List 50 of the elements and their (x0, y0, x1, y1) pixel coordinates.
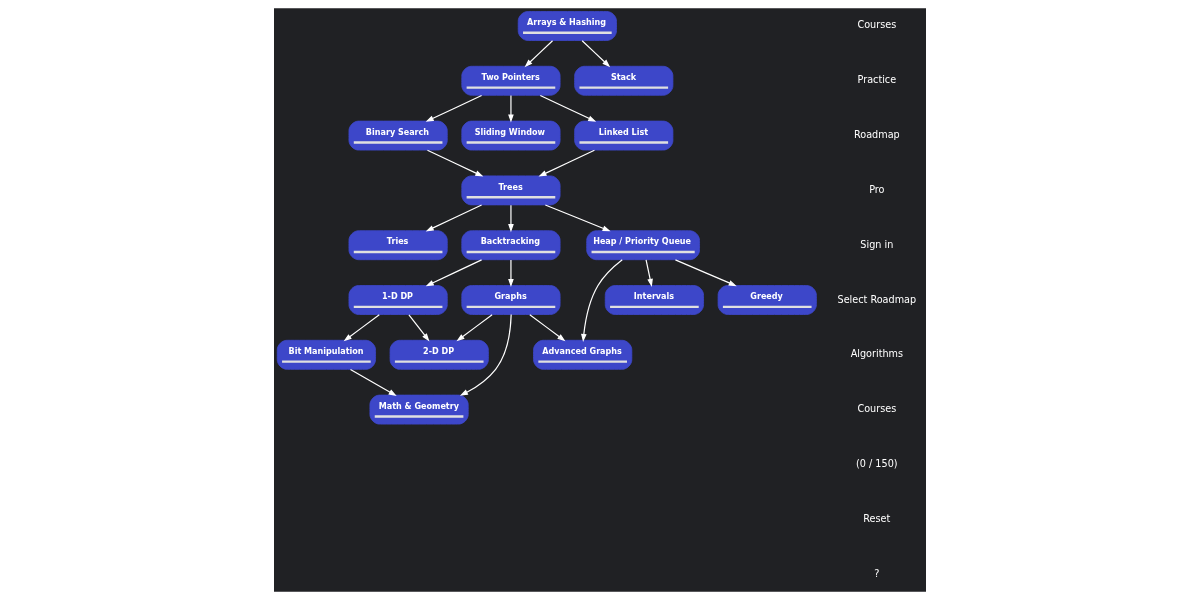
arrow (508, 259, 514, 287)
label: Roadmap (853, 129, 900, 141)
label: Courses (857, 19, 897, 31)
node-box: 2-D DP (389, 339, 489, 370)
label: ? (874, 567, 880, 579)
arrow (349, 368, 397, 396)
node-box: 1-D DP (348, 285, 448, 315)
node-box: Sliding Window (461, 120, 561, 151)
node-box: Greedy (717, 285, 817, 315)
arrow (538, 149, 596, 177)
arrow (508, 94, 514, 123)
node-box: Trees (461, 175, 561, 206)
arrow (581, 259, 623, 343)
label: Reset (863, 512, 891, 524)
node-box: Heap / Priority Queue (586, 230, 700, 261)
arrow (343, 314, 380, 342)
node-box: Graphs (461, 285, 561, 315)
label: Pro (869, 183, 885, 195)
node-box: Math & Geometry (369, 394, 469, 425)
node-box: Intervals (604, 285, 704, 315)
node-box: Backtracking (461, 230, 561, 261)
arrow (425, 259, 483, 287)
arrow (426, 149, 484, 177)
node-box: Bit Manipulation (276, 339, 376, 370)
arrow (459, 314, 512, 396)
node-box: Two Pointers (461, 65, 561, 96)
arrow (425, 204, 483, 232)
label: Algorithms (850, 348, 903, 360)
arrow (524, 40, 554, 68)
arrow (529, 314, 566, 342)
arrow (645, 259, 653, 287)
label: Select Roadmap (837, 293, 917, 305)
node-box: Stack (574, 65, 674, 96)
arrow (508, 204, 514, 233)
arrow (544, 204, 611, 232)
arrow (425, 94, 483, 122)
node-box: Linked List (574, 120, 674, 151)
node-box: Advanced Graphs (533, 339, 633, 370)
node-box: Tries (348, 230, 448, 261)
node-box: Binary Search (348, 120, 448, 151)
label: (0 / 150) (856, 457, 898, 469)
label: Courses (857, 403, 897, 415)
label: Practice (857, 74, 897, 86)
node-box: Arrays & Hashing (517, 11, 617, 41)
arrow (408, 314, 430, 342)
label: Sign in (860, 238, 894, 250)
arrow (456, 314, 493, 342)
arrow (674, 259, 737, 287)
arrow (581, 40, 611, 68)
arrow (539, 94, 597, 122)
